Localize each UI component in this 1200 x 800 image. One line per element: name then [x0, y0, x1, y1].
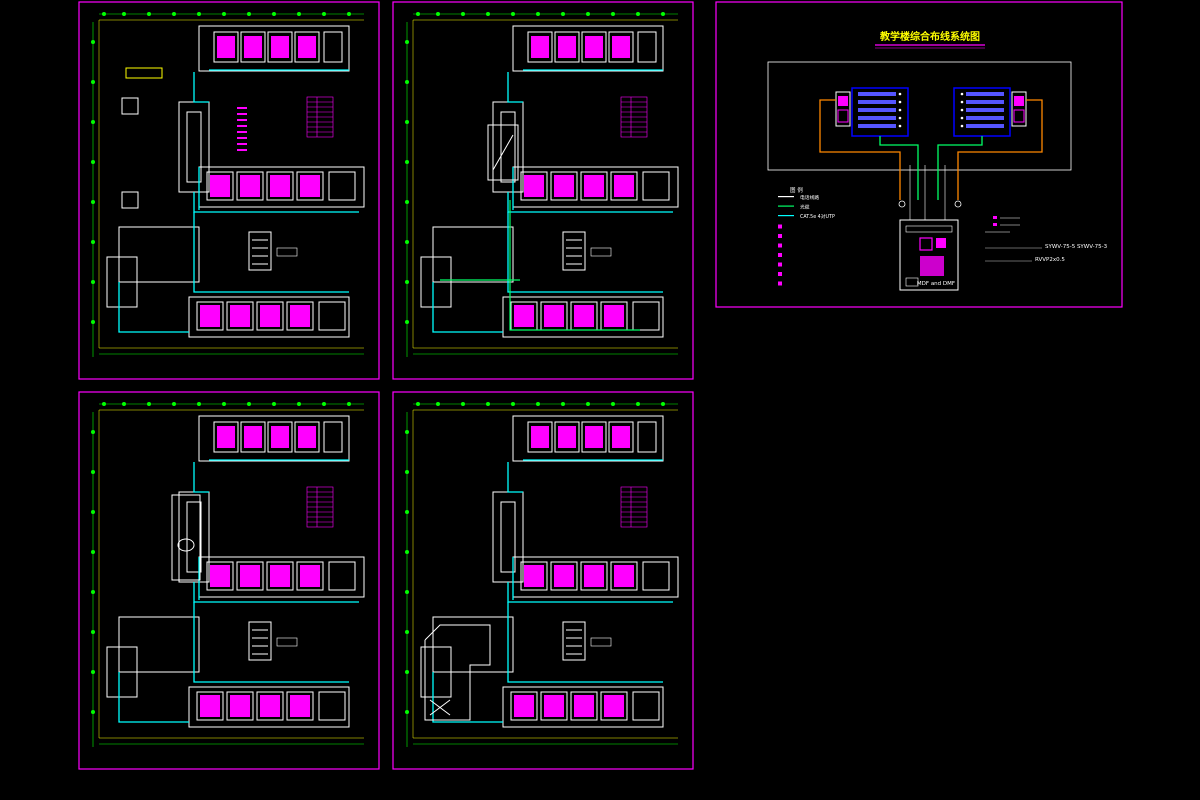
- legend-label: 电话线路: [800, 194, 819, 201]
- legend-heading: 图 例: [790, 186, 803, 194]
- floor-plan-sheet-1: [78, 1, 380, 380]
- legend-swatch: [778, 205, 794, 207]
- floor-plan-sheet-2: [392, 1, 694, 380]
- legend-swatch: [778, 262, 782, 267]
- right-floor-distributor: [953, 87, 1027, 137]
- left-floor-distributor: [835, 87, 909, 137]
- system-diagram-title: 教学楼综合布线系统图: [879, 30, 980, 43]
- legend-swatch: [778, 196, 794, 198]
- legend-swatch: [778, 272, 782, 276]
- system-diagram-sheet: 教学楼综合布线系统图: [715, 1, 1123, 308]
- legend-swatch: [778, 224, 782, 229]
- note-control: RVVP2x0.5: [1035, 257, 1065, 263]
- floor-plan-sheet-4: [392, 391, 694, 770]
- main-distribution-cabinet: MDF and DMF: [899, 219, 959, 291]
- notes: SYWV-75-5 SYWV-75-3 RVVP2x0.5: [985, 216, 1108, 263]
- cabinet-label: MDF and DMF: [917, 281, 955, 287]
- legend-swatch: [778, 234, 782, 238]
- note-coax: SYWV-75-5 SYWV-75-3: [1045, 244, 1108, 250]
- floor-plan-sheet-3: [78, 391, 380, 770]
- legend-label: CAT.5e 4对UTP: [800, 213, 835, 220]
- legend-swatch: [778, 281, 782, 286]
- legend-swatch: [778, 243, 782, 248]
- legend-label: 光缆: [800, 204, 810, 211]
- legend-swatch: [778, 253, 782, 257]
- legend-swatch: [778, 215, 794, 217]
